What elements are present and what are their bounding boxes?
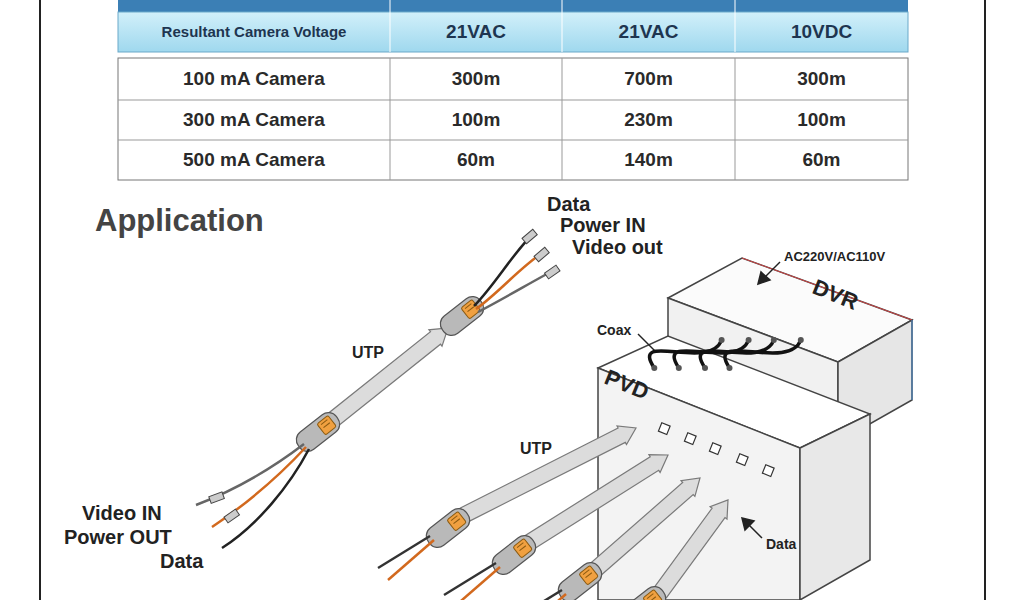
table-cell: 100m — [390, 100, 562, 140]
plug — [209, 492, 225, 503]
callout-label: Power OUT — [64, 526, 172, 549]
table-cell: 300 mA Camera — [118, 100, 390, 140]
callout-label: Data — [160, 550, 203, 573]
callout-label: Coax — [597, 322, 631, 338]
callout-label: Data — [766, 536, 796, 552]
plug — [534, 247, 549, 261]
wire — [222, 449, 309, 548]
callout-label: Video IN — [82, 502, 162, 525]
coax-connector — [719, 337, 725, 343]
plug — [224, 509, 239, 523]
coax-connector — [727, 365, 733, 371]
frame-line — [984, 0, 986, 600]
wire — [520, 594, 566, 600]
coax-connector — [702, 365, 708, 371]
plug — [545, 265, 560, 279]
wire — [510, 590, 562, 600]
table-cell: 140m — [562, 140, 735, 180]
table-cell: 10VDC — [735, 12, 908, 52]
table-grid — [118, 0, 908, 180]
device-box: PVD — [600, 368, 775, 428]
leader-line — [638, 262, 780, 538]
table-cell: Resultant Camera Voltage — [118, 12, 390, 52]
section-heading: Application — [95, 203, 264, 239]
callout-label: UTP — [352, 344, 384, 362]
plug — [522, 229, 537, 243]
balun — [554, 559, 605, 600]
utp-cable — [654, 500, 729, 598]
wire — [444, 563, 496, 595]
table-cell: 60m — [390, 140, 562, 180]
table-cell: 60m — [735, 140, 908, 180]
callout-label: Power IN — [560, 214, 646, 237]
wire — [388, 540, 434, 580]
table-cell: 700m — [562, 58, 735, 100]
wire — [212, 447, 306, 527]
utp-cable — [329, 328, 448, 425]
table-cell: 21VAC — [562, 12, 735, 52]
callout-label: UTP — [520, 440, 552, 458]
device-box: DVR — [700, 282, 880, 340]
coax-connector — [651, 365, 657, 371]
coax-connector — [746, 337, 752, 343]
table-cell: 500 mA Camera — [118, 140, 390, 180]
frame-line — [39, 0, 41, 600]
coax-connector — [676, 365, 682, 371]
callout-label: Data — [547, 193, 590, 216]
table-cell: 100m — [735, 100, 908, 140]
wire — [196, 444, 304, 505]
table-cell: 100 mA Camera — [118, 58, 390, 100]
callout-label: AC220V/AC110V — [784, 250, 885, 265]
table-cell: 21VAC — [390, 12, 562, 52]
coax-cable — [725, 340, 801, 368]
coax-connector — [798, 337, 804, 343]
table-cell: 230m — [562, 100, 735, 140]
table-cell: 300m — [390, 58, 562, 100]
device-label: DVR — [808, 274, 861, 316]
table-cell: 300m — [735, 58, 908, 100]
wire — [378, 536, 430, 568]
coax-connector — [771, 337, 777, 343]
balun — [618, 583, 669, 600]
device-label: PVD — [601, 364, 653, 405]
utp-cable — [460, 426, 636, 522]
callout-label: Video out — [572, 236, 663, 259]
